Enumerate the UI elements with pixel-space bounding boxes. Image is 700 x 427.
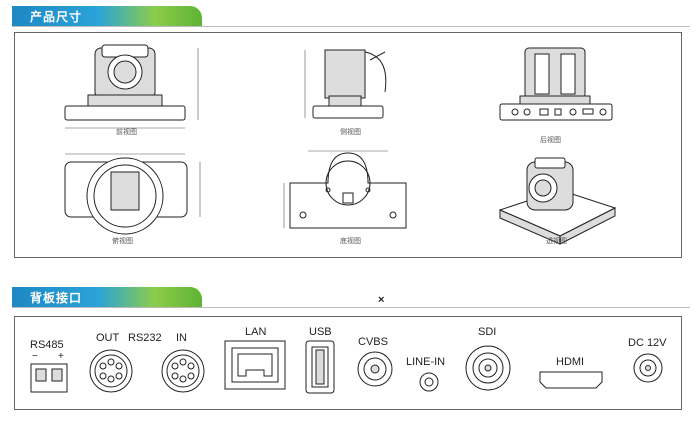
rs485-minus-label: −: [32, 351, 38, 362]
caption-perspective-view: 透视图: [546, 238, 567, 245]
rs485-plus-label: +: [58, 351, 64, 362]
top-view-drawing: [64, 153, 201, 235]
section-title: 产品尺寸: [30, 10, 83, 24]
cvbs-port: [357, 351, 393, 387]
close-mark: ×: [378, 294, 385, 306]
line-in-port: [419, 372, 439, 392]
usb-port: [305, 340, 335, 394]
line-in-label: LINE-IN: [406, 356, 446, 368]
rear-view-drawing: [499, 47, 613, 121]
sdi-port: [465, 345, 511, 391]
sdi-label: SDI: [478, 326, 497, 338]
divider: [12, 26, 690, 27]
perspective-view-drawing: [498, 157, 617, 245]
lan-label: LAN: [245, 326, 267, 338]
side-view-drawing: [304, 49, 387, 119]
hdmi-label: HDMI: [556, 356, 585, 368]
dc12v-label: DC 12V: [628, 337, 667, 349]
hdmi-port: [539, 371, 603, 389]
section-banner-rear-panel: 背板接口: [12, 287, 202, 309]
section-banner-dimensions: 产品尺寸: [12, 6, 202, 28]
lan-port: [224, 340, 286, 390]
caption-side-view: 侧视图: [340, 129, 361, 136]
rs232-label: RS232: [128, 332, 162, 344]
rs485-port: [30, 363, 68, 393]
section-title: 背板接口: [30, 291, 83, 305]
rs232-in-port: [161, 349, 205, 393]
in-label: IN: [176, 332, 187, 344]
divider: [12, 307, 690, 308]
out-label: OUT: [96, 332, 120, 344]
cvbs-label: CVBS: [358, 336, 388, 348]
caption-top-view: 俯视图: [112, 238, 133, 245]
front-view-drawing: [64, 44, 199, 129]
caption-front-view: 前视图: [116, 129, 137, 136]
dc12v-port: [633, 353, 663, 383]
caption-rear-view: 后视图: [540, 137, 561, 144]
rs232-out-port: [89, 349, 133, 393]
bottom-view-drawing: [283, 150, 407, 229]
rs485-label: RS485: [30, 339, 64, 351]
usb-label: USB: [309, 326, 332, 338]
caption-bottom-view: 底视图: [340, 238, 361, 245]
